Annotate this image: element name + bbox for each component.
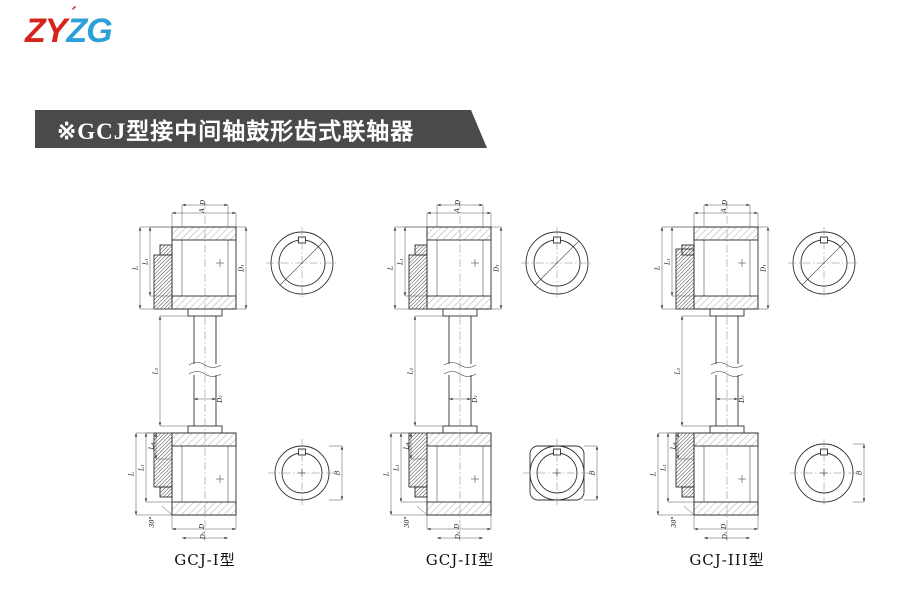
- logo-accent-mark: ´: [71, 4, 77, 24]
- svg-text:B: B: [334, 470, 342, 476]
- svg-text:D₂: D₂: [454, 531, 462, 540]
- svg-text:D: D: [721, 199, 729, 206]
- svg-text:L₄: L₄: [403, 442, 411, 450]
- svg-text:30°: 30°: [670, 516, 678, 528]
- svg-text:D₂: D₂: [199, 531, 207, 540]
- svg-text:L: L: [132, 266, 140, 271]
- svg-text:A: A: [453, 208, 461, 214]
- page-title: ※GCJ型接中间轴鼓形齿式联轴器: [57, 119, 415, 144]
- logo-text-red: ZY: [25, 12, 67, 50]
- svg-text:L₂: L₂: [674, 367, 682, 375]
- svg-text:L₁: L₁: [660, 464, 668, 472]
- svg-text:30°: 30°: [148, 516, 156, 528]
- svg-text:L₄: L₄: [148, 442, 156, 450]
- svg-text:L₁: L₁: [393, 464, 401, 472]
- svg-text:30°: 30°: [403, 516, 411, 528]
- svg-text:L₁: L₁: [664, 258, 672, 266]
- svg-text:D₁: D₁: [760, 264, 768, 273]
- svg-text:B: B: [856, 470, 864, 476]
- logo-text-blue: ZG: [66, 12, 112, 50]
- svg-text:L: L: [383, 472, 391, 477]
- svg-text:L: L: [654, 266, 662, 271]
- svg-text:D: D: [720, 523, 728, 530]
- svg-text:L: L: [128, 472, 136, 477]
- svg-text:D: D: [199, 199, 207, 206]
- svg-text:L₂: L₂: [152, 367, 160, 375]
- svg-text:L₂: L₂: [407, 367, 415, 375]
- drawing-caption: GCJ-II型: [425, 551, 495, 569]
- svg-text:D: D: [453, 523, 461, 530]
- svg-text:B: B: [589, 470, 597, 476]
- svg-text:L₁: L₁: [138, 464, 146, 472]
- svg-text:D₂: D₂: [471, 395, 479, 404]
- svg-text:L: L: [387, 266, 395, 271]
- svg-text:D: D: [454, 199, 462, 206]
- svg-text:D₂: D₂: [216, 395, 224, 404]
- svg-text:L₄: L₄: [670, 442, 678, 450]
- svg-text:D₂: D₂: [738, 395, 746, 404]
- svg-text:A: A: [198, 208, 206, 214]
- logo: ZYZG ´: [25, 5, 113, 50]
- svg-text:L₁: L₁: [142, 258, 150, 266]
- svg-text:L: L: [650, 472, 658, 477]
- svg-text:L₁: L₁: [397, 258, 405, 266]
- drawing-caption: GCJ-I型: [174, 551, 236, 569]
- svg-text:D: D: [198, 523, 206, 530]
- svg-text:D₁: D₁: [493, 264, 501, 273]
- svg-text:D₂: D₂: [721, 531, 729, 540]
- svg-text:A: A: [720, 208, 728, 214]
- title-banner: ※GCJ型接中间轴鼓形齿式联轴器: [35, 110, 487, 148]
- drawing-caption: GCJ-III型: [689, 551, 765, 569]
- svg-text:D₁: D₁: [238, 264, 246, 273]
